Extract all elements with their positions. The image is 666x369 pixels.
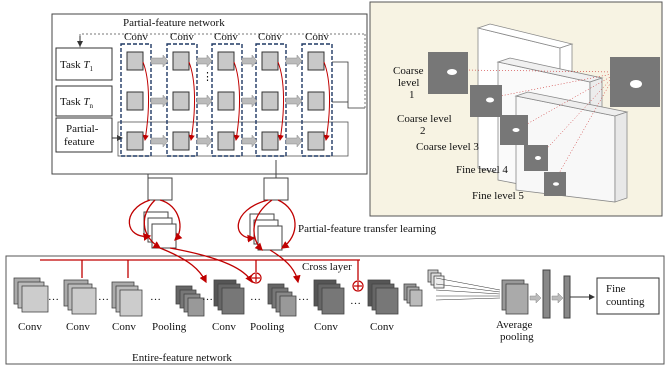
level-4-label: Fine level 4 [456,164,508,176]
bottom-label-7: Conv [314,321,338,333]
average-pooling-label-1: Average [496,319,533,331]
cross-layer-label: Cross layer [302,261,352,273]
level-2-line-1: Coarse level [397,113,452,125]
conv-label-4: Conv [258,31,282,43]
stack-4 [213,279,245,315]
conv-label-1: Conv [124,31,148,43]
stack-8 [427,269,445,289]
fine-counting-label-2: counting [606,296,645,308]
conv-column-3: Conv [211,31,243,157]
task-1-label: Task [60,59,81,71]
fine-counting-box [596,277,660,315]
svg-text:…: … [202,291,213,303]
svg-text:⋮: ⋮ [202,71,213,83]
task-n-label: Task [60,96,81,108]
average-pooling-block [501,279,529,315]
conv-label-5: Conv [305,31,329,43]
stack-2 [63,279,97,315]
conv-label-2: Conv [170,31,194,43]
fine-counting-label-1: Fine [606,283,626,295]
bottom-label-1: Conv [18,321,42,333]
svg-text:…: … [250,291,261,303]
bottom-label-5: Conv [212,321,236,333]
partial-feature-label-2: feature [64,136,95,148]
bottom-label-3: Conv [112,321,136,333]
stack-3 [111,281,143,317]
level-1-line-2: level [398,77,419,89]
bottom-label-8: Conv [370,321,394,333]
level-5-label: Fine level 5 [472,190,524,202]
stack-1 [13,277,49,313]
svg-text:Task T1: Task T1 [60,59,94,73]
entire-network-title: Entire-feature network [132,352,232,364]
task-1-box [55,47,113,81]
level-1-line-1: Coarse [393,65,424,77]
level-3-label: Coarse level 3 [416,141,479,153]
transfer-learning: Partial-feature transfer learning [128,160,437,251]
conv-column-5: Conv [301,31,333,157]
stack-5 [313,279,345,315]
bottom-label-4: Pooling [152,321,187,333]
levels-panel: Coarse level 1 Coarse level 2 Coarse lev… [369,1,663,217]
transfer-learning-label: Partial-feature transfer learning [298,223,437,235]
svg-text:…: … [150,291,161,303]
stack-pool-2 [267,283,297,317]
stack-pool-1 [175,285,205,317]
svg-text:…: … [350,295,361,307]
svg-text:…: … [48,291,59,303]
svg-text:…: … [298,291,309,303]
conv-label-3: Conv [214,31,238,43]
partial-feature-network: Partial-feature network Task T1 Task Tn … [51,13,368,175]
partial-feature-box [55,117,113,153]
entire-feature-network: Entire-feature network Cross layer [5,247,665,365]
svg-text:Task Tn: Task Tn [60,96,94,110]
partial-network-title: Partial-feature network [123,17,225,29]
stack-6 [367,279,399,315]
bottom-label-2: Conv [66,321,90,333]
conv-column-4: Conv [255,31,287,157]
stack-7 [403,283,423,307]
task-n-box [55,85,113,117]
svg-text:…: … [98,291,109,303]
bottom-label-6: Pooling [250,321,285,333]
partial-feature-label-1: Partial- [66,123,99,135]
average-pooling-label-2: pooling [500,331,534,343]
level-1-line-3: 1 [409,89,415,101]
plus-icon [250,272,364,292]
level-2-line-2: 2 [420,125,426,137]
